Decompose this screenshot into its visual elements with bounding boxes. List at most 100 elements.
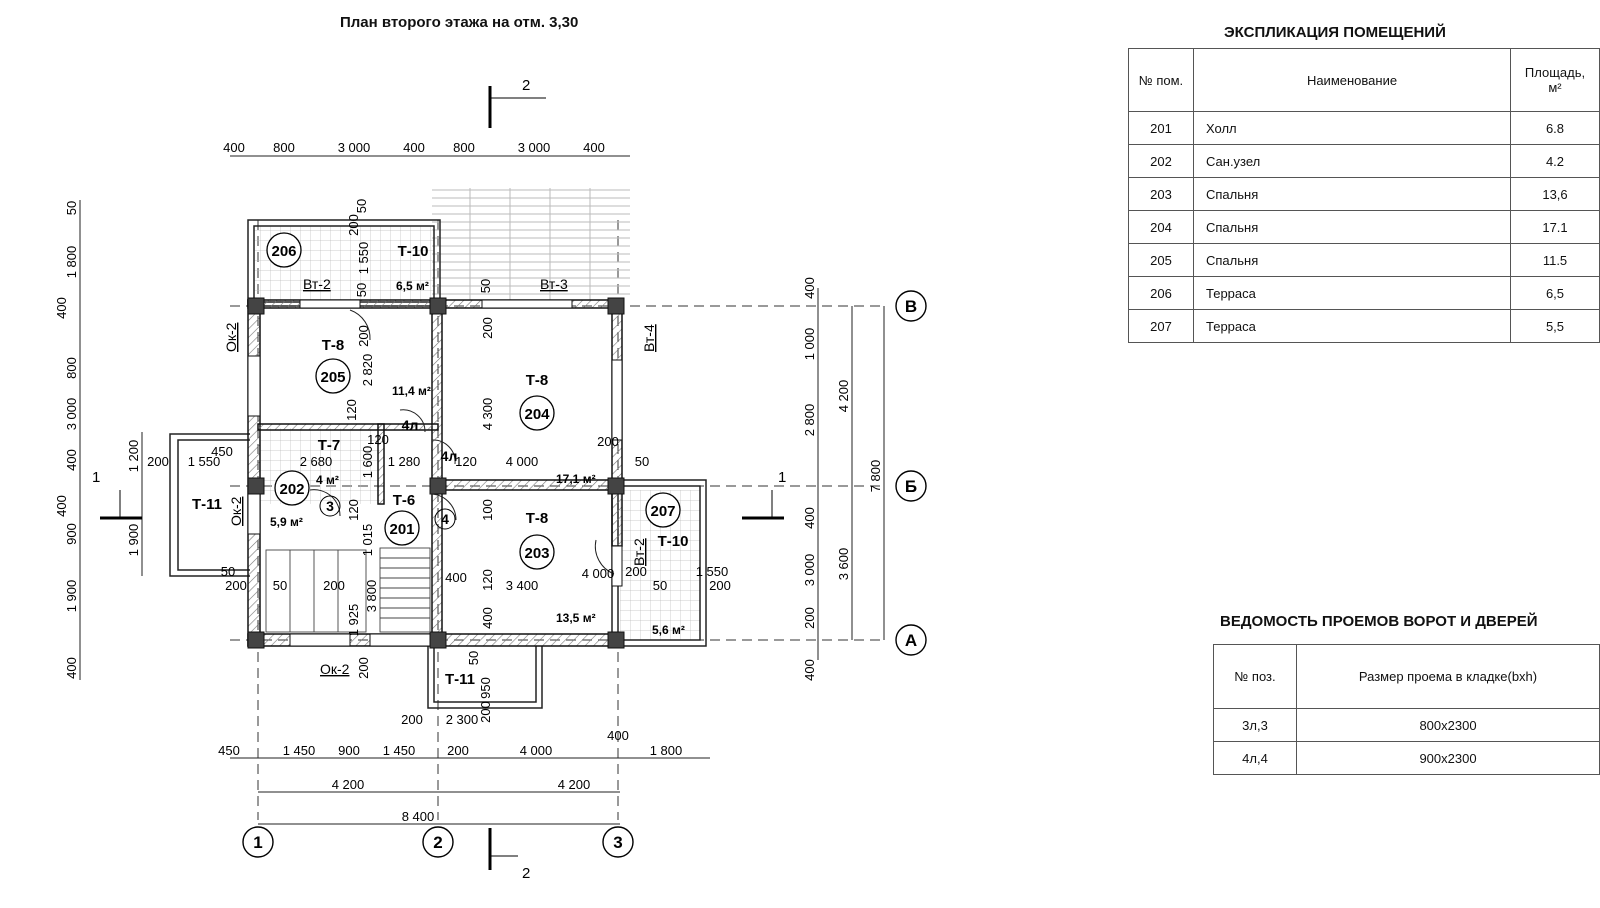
openings-cell-size: 900x2300 [1296, 741, 1600, 775]
room-206-area: 6,5 м² [396, 279, 429, 293]
explication-cell-area: 13,6 [1510, 177, 1600, 211]
dim-left-5: 3 000 [64, 398, 79, 431]
axis-label-B: Б [905, 477, 917, 496]
section-1-left-label: 1 [92, 469, 100, 486]
interior-dimension: 200 [356, 657, 371, 679]
label-vt2-right: Вт-2 [631, 538, 647, 566]
explication-cell-name: Спальня [1193, 210, 1511, 244]
dim-bottom-4: 1 450 [383, 743, 416, 758]
explication-cell-name: Спальня [1193, 177, 1511, 211]
axis-label-3: 3 [613, 833, 622, 852]
dim-bottom-7: 1 800 [650, 743, 683, 758]
dim-bottom-6: 4 000 [520, 743, 553, 758]
axis-lines [230, 220, 880, 820]
interior-dimension: 1 550 [188, 454, 221, 469]
dim-right-7: 400 [802, 659, 817, 681]
door-swings [309, 309, 615, 575]
interior-dimension: 400 [480, 607, 495, 629]
plan-title: План второго этажа на отм. 3,30 [340, 14, 579, 31]
openings-title: ВЕДОМОСТЬ ПРОЕМОВ ВОРОТ И ДВЕРЕЙ [1220, 613, 1538, 630]
interior-dimension: 100 [480, 499, 495, 521]
interior-dimension: 4 000 [506, 454, 539, 469]
room-203-number: 203 [524, 545, 549, 562]
section-2-top-label: 2 [522, 77, 530, 94]
floor-t11-bottom: Т-11 [445, 671, 475, 688]
dim-bottom-2: 1 450 [283, 743, 316, 758]
interior-dimension: 950 [478, 677, 493, 699]
dim-bottom-extra-1: 400 [607, 728, 629, 743]
explication-cell-name: Спальня [1193, 243, 1511, 277]
explication-cell-number: 201 [1128, 111, 1194, 145]
explication-title: ЭКСПЛИКАЦИЯ ПОМЕЩЕНИЙ [1224, 24, 1446, 41]
openings-cell-pos: 4л,4 [1213, 741, 1297, 775]
dim-left-extra-2: 1 900 [126, 524, 141, 557]
door-mark-4l-b: 4л [441, 448, 458, 464]
room-207-floor: Т-10 [658, 533, 689, 550]
label-ok2-left-top: Ок-2 [223, 322, 239, 352]
interior-dimension: 50 [273, 578, 287, 593]
explication-cell-area: 17.1 [1510, 210, 1600, 244]
room-207-number: 207 [650, 503, 675, 520]
label-vt2-top: Вт-2 [303, 276, 331, 292]
door-mark-4: 4 [441, 511, 449, 527]
dim-top-2: 800 [273, 140, 295, 155]
explication-cell-name: Сан.узел [1193, 144, 1511, 178]
room-204-number: 204 [524, 406, 550, 423]
label-ok2-bottom: Ок-2 [320, 661, 350, 677]
staircase [265, 547, 431, 633]
dim-left-9: 1 900 [64, 580, 79, 613]
dim-bottom-total: 8 400 [402, 809, 435, 824]
explication-cell-name: Терраса [1193, 309, 1511, 343]
interior-dimension: 200 [480, 317, 495, 339]
openings [247, 299, 623, 647]
interior-dimension: 200 [147, 454, 169, 469]
room-204-floor: Т-8 [526, 372, 549, 389]
dim-top-1: 400 [223, 140, 245, 155]
interior-dimension: 1 925 [346, 604, 361, 637]
dim-left-10: 400 [64, 657, 79, 679]
dim-left-4: 800 [64, 357, 79, 379]
floor-t11-left: Т-11 [192, 496, 222, 513]
room-203-floor: Т-8 [526, 510, 549, 527]
room-202-floor: Т-7 [318, 437, 341, 454]
dim-right-6: 200 [802, 607, 817, 629]
dim-bottom-axis-1: 4 200 [332, 777, 365, 792]
dim-top-4: 400 [403, 140, 425, 155]
explication-header-name: Наименование [1193, 48, 1511, 112]
interior-dimension: 450 [211, 444, 233, 459]
dim-right-2: 1 000 [802, 328, 817, 361]
section-2-bottom-label: 2 [522, 865, 530, 882]
balcony-slats [432, 188, 630, 300]
dim-left-2: 1 800 [64, 246, 79, 279]
axis-label-V: В [905, 297, 917, 316]
dim-left-8: 900 [64, 523, 79, 545]
dim-bottom-5: 200 [447, 743, 469, 758]
interior-dimension: 4 300 [480, 398, 495, 431]
dim-left-extra-1: 1 200 [126, 440, 141, 473]
interior-dimension: 3 400 [506, 578, 539, 593]
openings-header-pos: № поз. [1213, 644, 1297, 709]
dim-top-6: 3 000 [518, 140, 551, 155]
dim-right-5: 3 000 [802, 554, 817, 587]
room-circles [266, 232, 681, 570]
dim-right-total: 7 800 [868, 460, 883, 493]
interior-dimension: 1 550 [696, 564, 729, 579]
dim-top-5: 800 [453, 140, 475, 155]
room-206-floor: Т-10 [398, 243, 429, 260]
interior-dimension: 50 [221, 564, 235, 579]
explication-cell-number: 204 [1128, 210, 1194, 244]
interior-dimension: 120 [346, 499, 361, 521]
room-205-area: 11,4 м² [392, 384, 431, 398]
label-vt3: Вт-3 [540, 276, 568, 292]
section-1-right-label: 1 [778, 469, 786, 486]
openings-header-size: Размер проема в кладке(bxh) [1296, 644, 1600, 709]
columns [247, 297, 625, 649]
